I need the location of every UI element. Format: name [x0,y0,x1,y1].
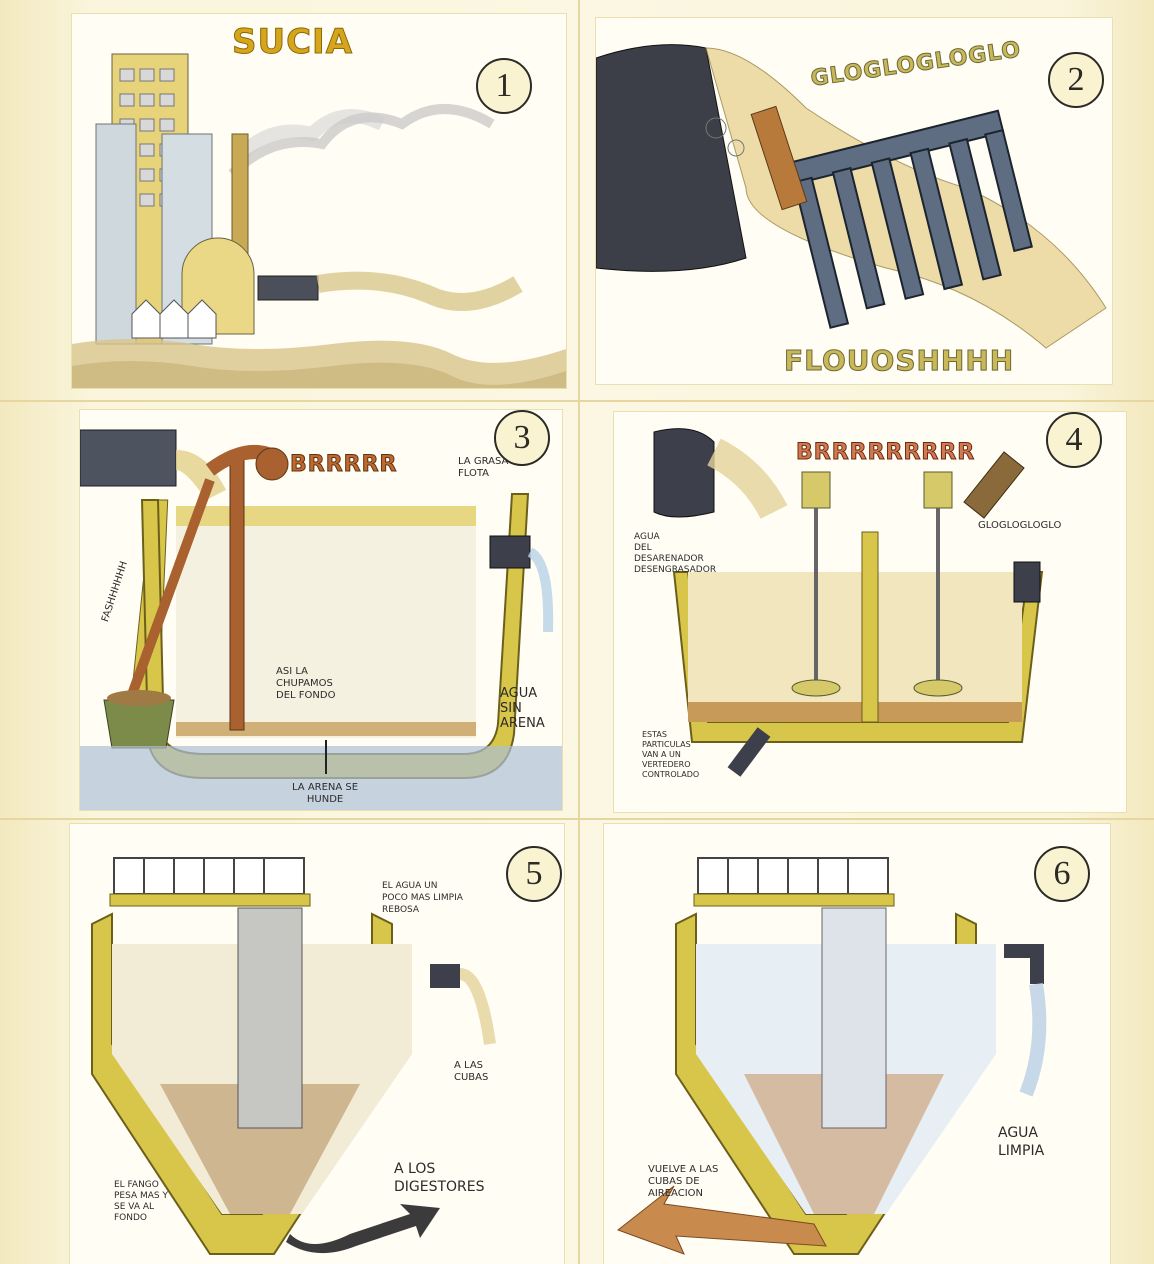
panel-number-4: 4 [1046,412,1102,468]
panel-2-screening: GLOGLOGLOGLO FLOUOSHHHH 2 [596,18,1112,384]
panel-number-6: 6 [1034,846,1090,902]
panel-2-sound-bottom: FLOUOSHHHH [784,344,1014,377]
panel-6-clean-water-label: AGUA LIMPIA [998,1124,1044,1160]
panel-number-3: 3 [494,410,550,466]
divider [0,400,1154,402]
panel-4-water-in-label: AGUA DEL DESARENADOR DESENGRASADOR [634,532,716,576]
panel-5-overflow-label: EL AGUA UN POCO MAS LIMPIA REBOSA [382,880,463,916]
panel-3-sand-label: LA ARENA SE HUNDE [292,782,358,806]
panel-5-secondary-settling: EL AGUA UN POCO MAS LIMPIA REBOSA A LAS … [70,824,564,1264]
panel-5-sludge-label: EL FANGO PESA MAS Y SE VA AL FONDO [114,1180,168,1224]
divider [578,0,580,1264]
panel-4-motor-sound: BRRRRRRRRR [796,440,975,465]
panel-4-bottle-sound: GLOGLOGLOGLO [978,520,1061,532]
panel-5-to-digesters-label: A LOS DIGESTORES [394,1160,485,1196]
panel-3-grit-grease-removal: BRRRRR LA GRASA FLOTA FASHHHHHH ASI LA C… [80,410,562,810]
panel-3-water-out-label: AGUA SIN ARENA [500,686,545,731]
panel-3-motor-sound: BRRRRR [290,452,397,477]
panel-1-dirty-city: SUCIA 1 [72,14,566,388]
panel-4-particles-label: ESTAS PARTICULAS VAN A UN VERTEDERO CONT… [642,730,699,780]
panel-4-flocculation: BRRRRRRRRR GLOGLOGLOGLO AGUA DEL DESAREN… [614,412,1126,812]
panel-6-clarification: AGUA LIMPIA VUELVE A LAS CUBAS DE AIREAC… [604,824,1110,1264]
panel-3-grease-label: LA GRASA FLOTA [458,456,508,480]
panel-1-title: SUCIA [232,22,353,62]
panel-number-5: 5 [506,846,562,902]
panel-number-1: 1 [476,58,532,114]
panel-3-bottom-label: ASI LA CHUPAMOS DEL FONDO [276,666,335,702]
panel-number-2: 2 [1048,52,1104,108]
divider [0,818,1154,820]
panel-5-to-tanks-label: A LAS CUBAS [454,1060,488,1084]
panel-6-return-label: VUELVE A LAS CUBAS DE AIREACION [648,1164,718,1200]
